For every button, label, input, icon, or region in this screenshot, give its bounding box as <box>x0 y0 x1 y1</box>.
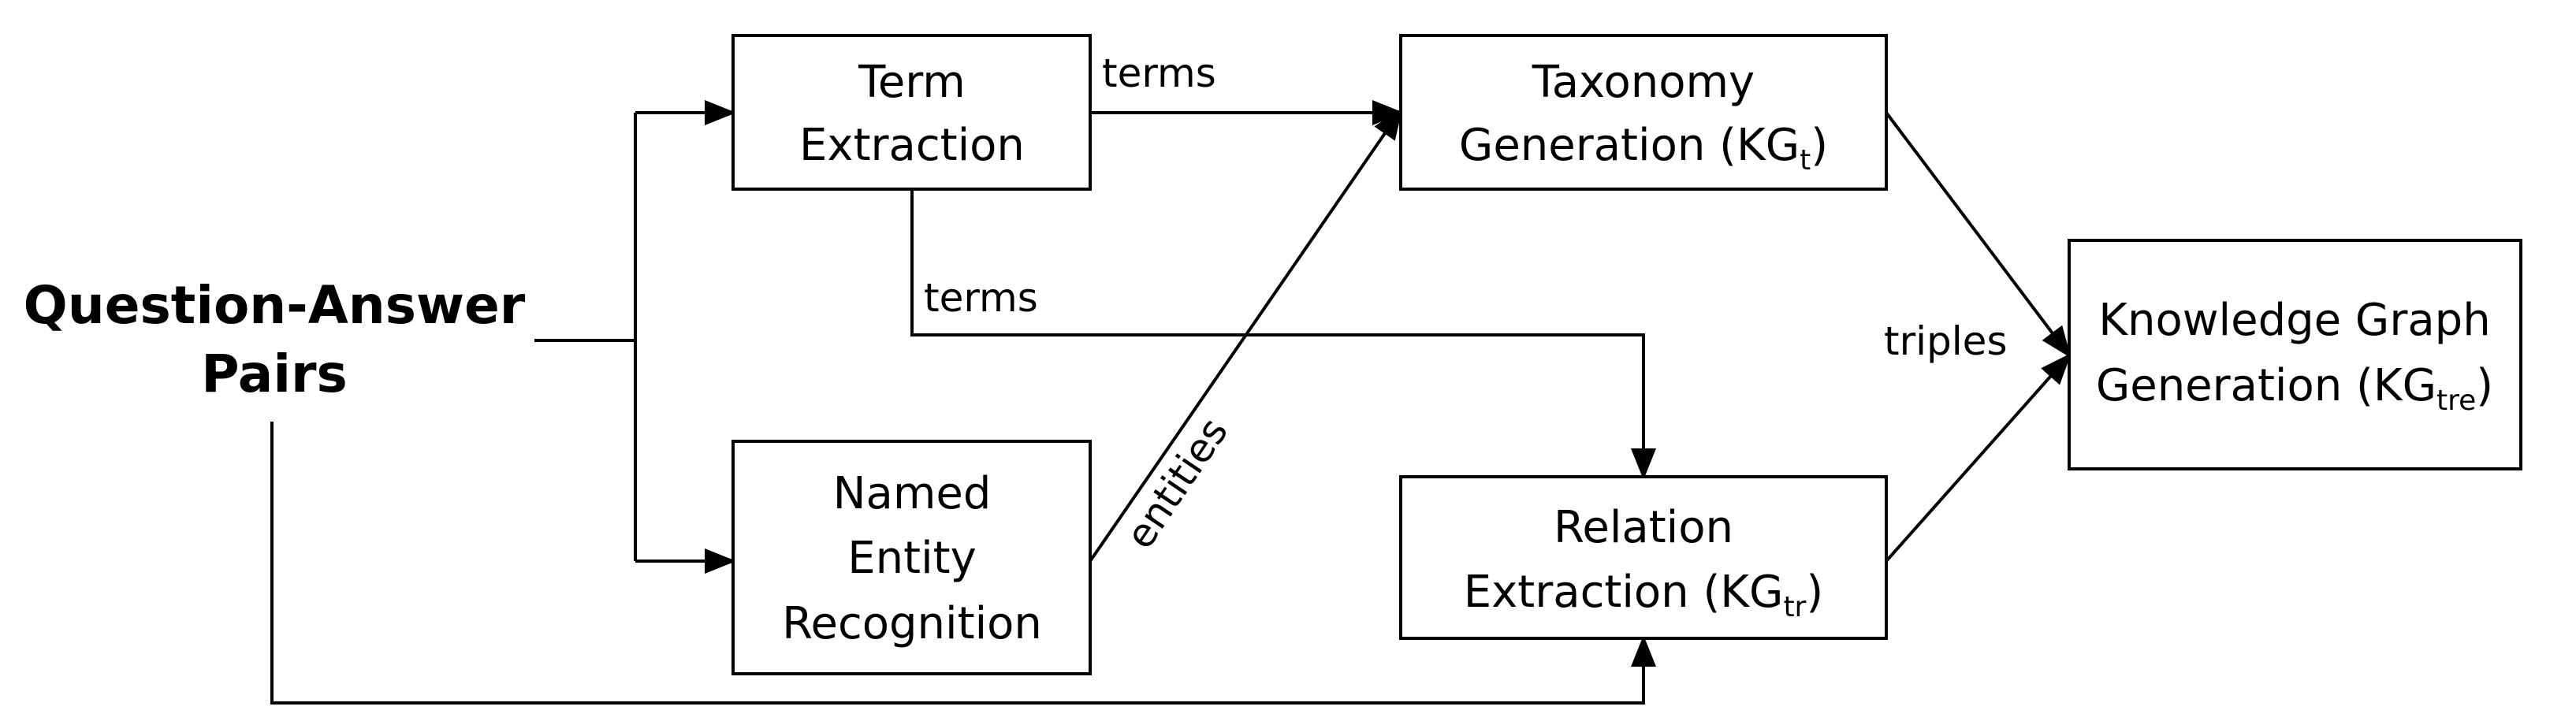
term-extraction-line-2: Extraction <box>799 120 1025 171</box>
taxonomy-line-1: Taxonomy <box>1532 57 1755 108</box>
relation-kg-subscript: tr <box>1783 591 1806 623</box>
connectors <box>270 100 2072 705</box>
kg-line-1: Knowledge Graph <box>2098 295 2490 346</box>
relation-line-1: Relation <box>1554 502 1733 553</box>
source-line-1: Question-Answer <box>24 275 526 336</box>
taxonomy-kg-suffix: ) <box>1811 120 1828 171</box>
question-answer-pairs-source: Question-Answer Pairs <box>24 275 526 404</box>
edge-label-entities: entities <box>1117 410 1237 557</box>
relation-kg-prefix: Extraction (KG <box>1464 567 1784 618</box>
ner-line-2: Entity <box>847 533 977 584</box>
knowledge-graph-generation-box: Knowledge Graph Generation (KGtre) <box>2068 239 2522 470</box>
taxonomy-kg-subscript: t <box>1800 144 1811 177</box>
arrow-source-to-relation <box>270 422 1656 705</box>
relation-kg-suffix: ) <box>1806 567 1823 618</box>
arrow-relation-to-kg <box>1885 353 2072 563</box>
kg-line-2: Generation (KGtre) <box>2096 360 2493 417</box>
taxonomy-generation-box: Taxonomy Generation (KGt) <box>1399 34 1888 191</box>
named-entity-recognition-box: Named Entity Recognition <box>731 440 1092 675</box>
arrow-term-to-relation <box>910 189 1656 480</box>
ner-line-1: Named <box>833 468 992 519</box>
kg-suffix: ) <box>2476 360 2493 411</box>
ner-line-3: Recognition <box>782 598 1042 649</box>
kg-prefix: Generation (KG <box>2096 360 2436 411</box>
relation-line-2: Extraction (KGtr) <box>1464 567 1823 623</box>
source-line-2: Pairs <box>201 344 348 404</box>
taxonomy-line-2: Generation (KGt) <box>1459 120 1828 177</box>
term-extraction-line-1: Term <box>858 57 966 108</box>
edge-label-terms-middle: terms <box>924 275 1038 321</box>
term-extraction-box: Term Extraction <box>731 34 1092 191</box>
edge-label-triples: triples <box>1884 318 2008 364</box>
relation-extraction-box: Relation Extraction (KGtr) <box>1399 475 1888 640</box>
edge-label-terms-top: terms <box>1102 50 1216 96</box>
taxonomy-kg-prefix: Generation (KG <box>1459 120 1800 171</box>
arrow-ner-to-taxonomy <box>1089 107 1403 563</box>
kg-subscript: tre <box>2436 385 2476 417</box>
arrow-taxonomy-to-kg <box>1885 111 2072 359</box>
